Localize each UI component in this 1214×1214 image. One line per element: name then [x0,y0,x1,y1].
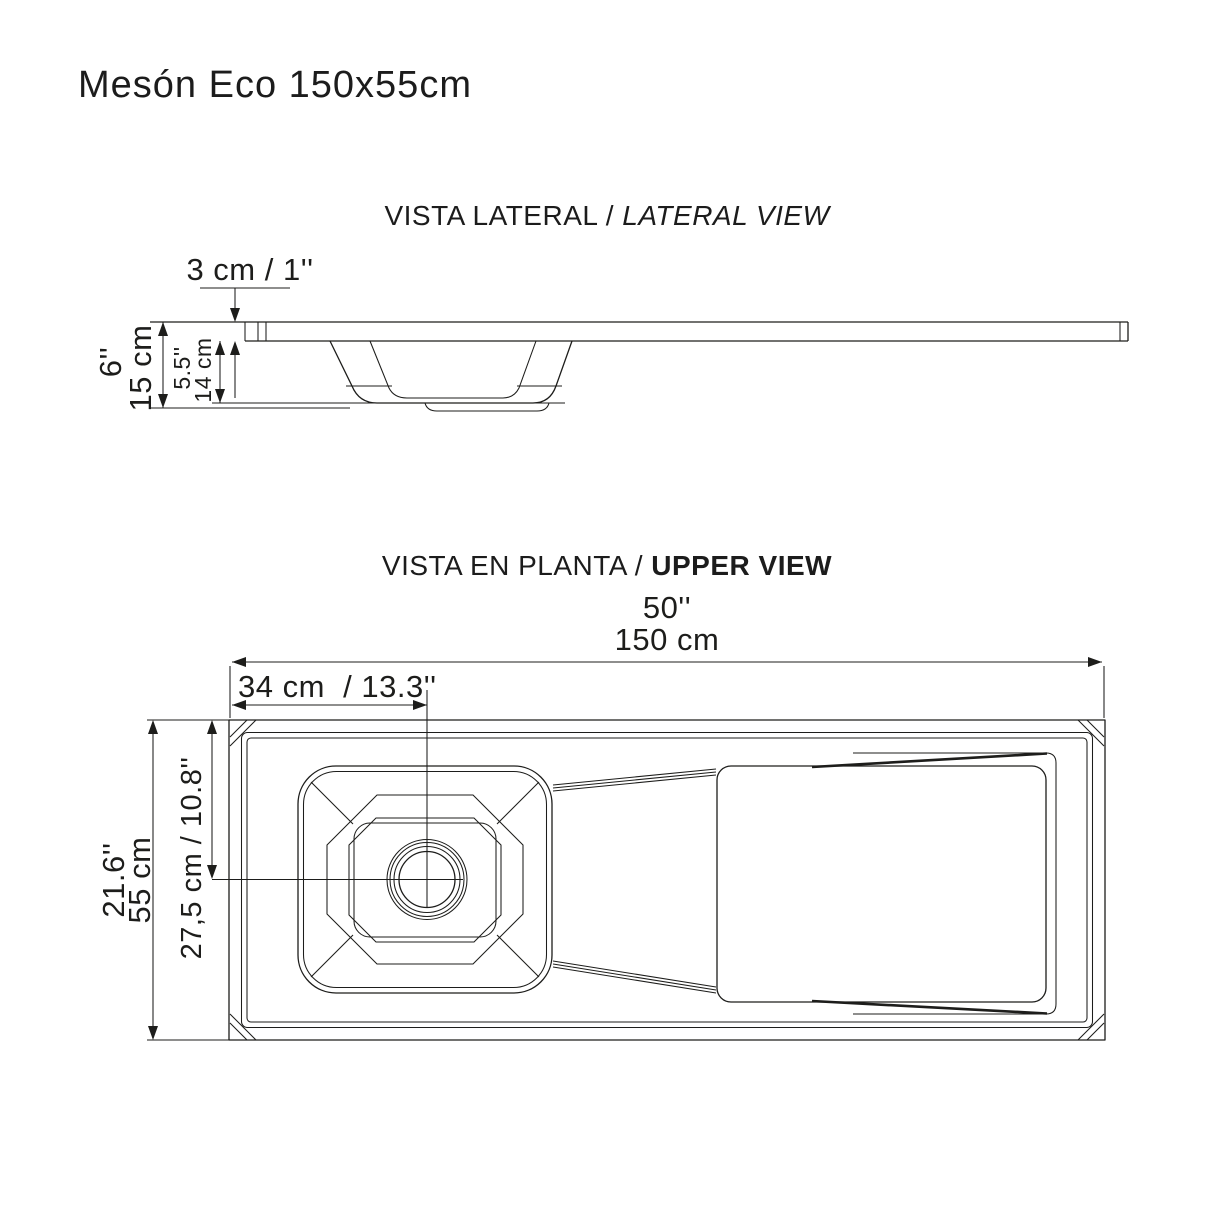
sink-bowl-inner-profile [369,340,537,399]
dim-width-150 [229,657,1105,718]
lateral-view-title-es: VISTA LATERAL / [384,200,614,231]
dim-sink-offset-34 [232,700,427,710]
dim-depth-55 [147,719,229,1041]
label-total-height-cm: 15 cm [123,325,158,412]
basin-bottom-octagon [348,817,502,943]
basin-wall-octagon [326,794,524,965]
drainboard-slope-line-top [811,752,1048,769]
drainboard-groove-lines [552,768,717,994]
label-sink-center-depth: 27,5 cm / 10.8'' [176,757,208,960]
upper-view-drawing: 50'' 150 cm 34 cm / 13.3'' 21.6'' 55 cm … [96,590,1106,1041]
basin-corner-slope-lines [310,781,540,978]
dim-sink-center-27 [207,720,217,879]
upper-view-title: VISTA EN PLANTA / UPPER VIEW [0,550,1214,582]
label-total-height-in: 6'' [93,347,128,378]
dim-slab-thickness [200,287,290,398]
drain-centerlines [212,690,463,908]
slab-right-end-cap [1119,322,1129,341]
lateral-view-drawing: 3 cm / 1'' 6'' 15 cm 5.5'' 14 cm [93,252,1129,412]
basin-outer-rim-inner-line [302,770,548,989]
drainboard-surface [716,765,1047,1003]
label-bowl-depth-in: 5.5'' [169,346,195,389]
upper-view-title-es: VISTA EN PLANTA / [381,550,643,581]
label-sink-offset: 34 cm / 13.3'' [238,669,437,704]
drainboard-slope-line-bottom [811,999,1048,1015]
drainboard-back-edge [853,752,1057,1015]
label-depth-in: 21.6'' [96,842,131,917]
upper-view-title-en: UPPER VIEW [651,550,833,581]
label-bowl-depth-cm: 14 cm [190,337,216,402]
label-slab-thickness: 3 cm / 1'' [186,252,313,287]
dim-total-height [158,322,168,408]
label-width-in: 50'' [643,590,691,625]
lateral-view-title-en: LATERAL VIEW [622,200,830,231]
sink-basin [297,765,553,994]
basin-outer-rim [297,765,553,994]
lateral-view-title: VISTA LATERAL / LATERAL VIEW [0,200,1214,232]
slab-left-edge-ticks [257,322,267,341]
drainboard [716,752,1057,1015]
drain-circles [386,838,468,921]
drain-bump-profile [424,402,550,412]
basin-bottom-inner-line [353,822,497,938]
sink-bowl-outer-profile [329,340,573,404]
label-depth-cm: 55 cm [122,837,157,924]
label-width-cm: 150 cm [615,622,720,657]
dim-bowl-depth [215,341,225,403]
page-title: Mesón Eco 150x55cm [78,64,472,106]
countertop-corner-chamfers [229,719,1105,1041]
